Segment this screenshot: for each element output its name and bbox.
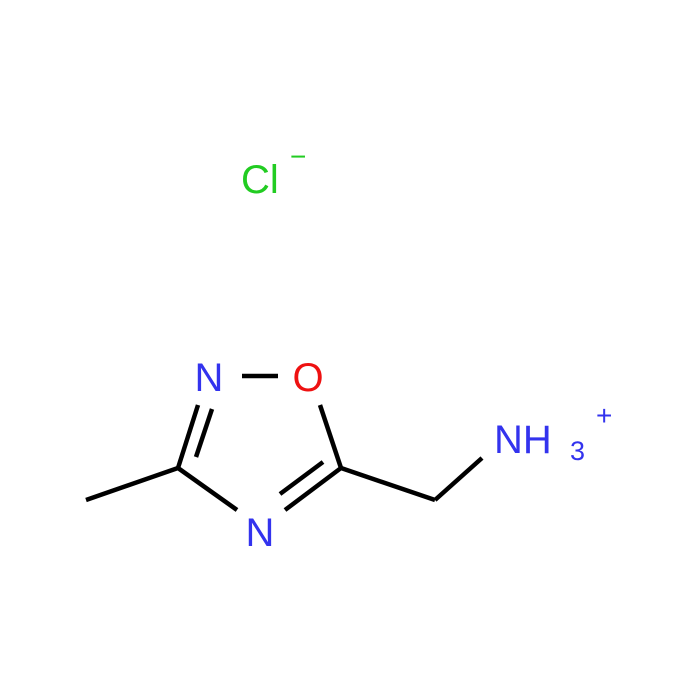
- ammonium-subscript: 3: [570, 436, 585, 466]
- ammonium-group: NH 3 +: [494, 400, 612, 466]
- bond-ch2-nh3: [433, 456, 484, 502]
- bond-c5-n4: [283, 466, 343, 512]
- chloride-symbol: Cl: [241, 158, 279, 202]
- bond-c5-ch2: [340, 465, 436, 503]
- chloride-charge: −: [290, 141, 306, 172]
- bond-c5-n4-double: [278, 460, 325, 496]
- ammonium-charge: +: [596, 400, 612, 431]
- atom-n4: N: [246, 511, 275, 555]
- bond-c3-n2: [175, 404, 201, 469]
- atom-n2: N: [195, 356, 224, 400]
- chloride-ion: Cl −: [241, 141, 306, 202]
- bonds: [85, 373, 484, 512]
- atom-o1: O: [292, 356, 323, 400]
- bond-o1-c5: [317, 404, 344, 469]
- bond-n4-c3: [176, 466, 239, 512]
- ammonium-symbol: NH: [494, 418, 552, 462]
- bond-c3-n2-double: [193, 408, 215, 458]
- bond-methyl: [85, 465, 179, 503]
